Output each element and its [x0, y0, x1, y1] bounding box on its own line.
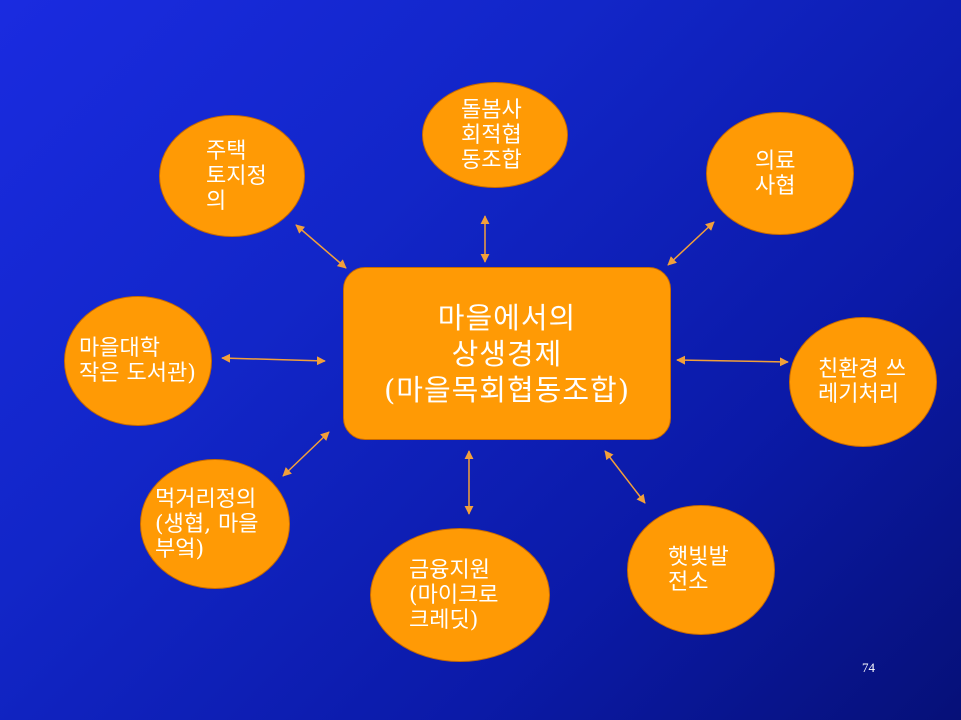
node-solar-line-1: 햇빛발: [668, 545, 729, 570]
node-finance: 금융지원 (마이크로 크레딧): [370, 528, 550, 662]
node-care-line-1: 돌봄사: [461, 97, 522, 123]
node-food-line-2: (생협, 마을: [155, 511, 259, 537]
arrow-top-right: [667, 221, 715, 266]
node-college-line-1: 마을대학: [79, 336, 160, 361]
node-waste-line-1: 친환경 쓰: [818, 357, 906, 382]
node-care-line-2: 회적협: [461, 122, 522, 148]
node-finance-line-1: 금융지원: [409, 557, 490, 583]
center-line-1: 마을에서의: [437, 300, 577, 335]
node-housing-line-3: 의: [206, 188, 227, 214]
node-care-line-3: 동조합: [461, 147, 522, 173]
node-finance-line-3: 크레딧): [409, 607, 479, 633]
node-medical-line-1: 의료: [755, 148, 796, 174]
arrow-left: [221, 353, 326, 366]
node-waste-line-2: 레기처리: [818, 382, 899, 407]
page-number: 74: [862, 660, 875, 675]
node-village-college: 마을대학 작은 도서관): [64, 296, 212, 426]
node-housing-line-2: 토지정: [206, 163, 267, 189]
node-food-line-1: 먹거리정의: [155, 486, 257, 512]
node-solar-plant: 햇빛발 전소: [627, 505, 775, 635]
arrow-right: [676, 355, 789, 367]
arrow-bottom-left: [282, 431, 330, 477]
node-college-line-2: 작은 도서관): [79, 361, 196, 386]
arrow-bottom-right: [604, 450, 646, 504]
node-housing-land: 주택 토지정 의: [159, 115, 305, 237]
center-line-2: 상생경제: [451, 336, 563, 371]
node-food-justice: 먹거리정의 (생협, 마을 부엌): [140, 459, 290, 589]
node-eco-waste: 친환경 쓰 레기처리: [789, 317, 937, 447]
node-medical-coop: 의료 사협: [706, 112, 854, 235]
node-medical-line-2: 사협: [755, 173, 796, 199]
node-food-line-3: 부엌): [155, 536, 205, 562]
node-housing-line-1: 주택: [206, 138, 247, 164]
node-finance-line-2: (마이크로: [409, 582, 499, 608]
center-box: 마을에서의 상생경제 (마을목회협동조합): [343, 267, 671, 440]
node-solar-line-2: 전소: [668, 570, 709, 595]
center-line-3: (마을목회협동조합): [383, 372, 631, 407]
node-care-coop: 돌봄사 회적협 동조합: [422, 82, 568, 188]
arrow-top-left: [295, 224, 347, 269]
